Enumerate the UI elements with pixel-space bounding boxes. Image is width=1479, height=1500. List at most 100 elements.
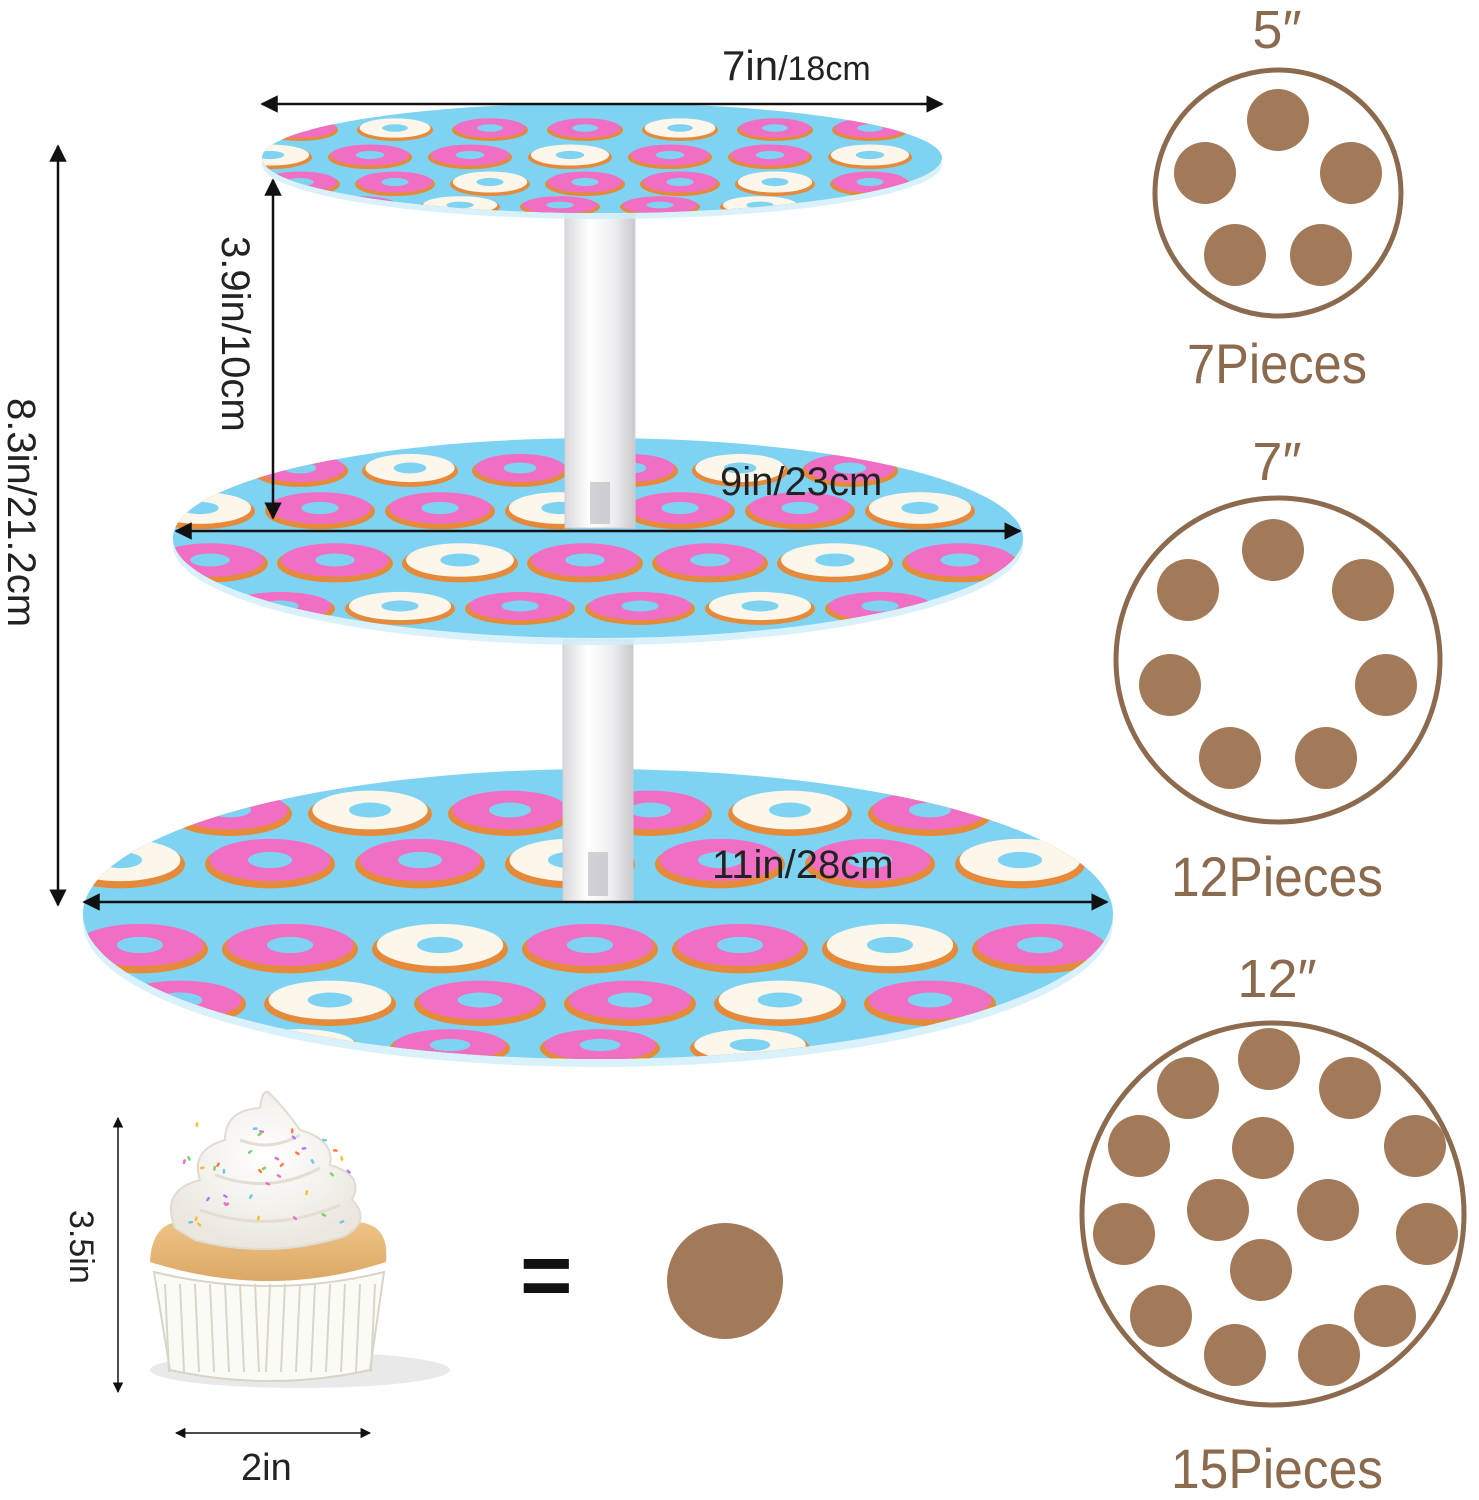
capacity-12in: 12″ 15Pieces [1079,949,1467,1500]
cupcake-slot-dot [1199,727,1261,789]
capacity-7in-ring [1113,495,1443,825]
donut-hole [655,150,685,160]
capacity-5in-ring [1152,67,1404,319]
donut-hole [555,150,585,160]
donut-hole [861,600,899,612]
upper-support-rod [564,209,636,529]
donut-hole [729,1038,771,1052]
cupcake-slot-dot [1354,1285,1416,1347]
donut-hole [287,124,313,132]
donut-hole [355,150,385,160]
donut-hole [476,177,504,187]
donut-hole [393,462,427,474]
donut-hole [690,553,730,567]
donut-hole [457,992,503,1008]
donut-hole [381,177,409,187]
cupcake-slot-dot [1157,559,1219,621]
donut-hole [566,936,614,954]
cupcake-slot-dot [1355,654,1417,716]
middle-width-label: 9in/23cm [720,460,882,504]
tier-spacing-label: 3.9in/10cm [213,236,257,432]
donut-hole [741,600,779,612]
top-tier [262,103,942,219]
donut-hole [315,553,355,567]
donut-hole [572,124,598,132]
cupcake-slot-dot [1204,1324,1266,1386]
capacity-12in-size: 12″ [1237,949,1316,1009]
donut-hole [761,177,789,187]
donut-hole [716,936,764,954]
cupcake-slot-dot [1157,1057,1219,1119]
capacity-5in-count: 7Pieces [1187,332,1367,395]
donut-hole [181,501,219,515]
donut-hole [446,201,474,209]
capacity-5in-size: 5″ [1252,0,1301,60]
cupcake-illustration [150,1090,450,1388]
donut-hole [262,150,285,160]
cupcake-slot-dot [1230,1239,1292,1301]
cupcake-height-label: 3.5in [62,1210,100,1284]
cupcake-slot-dot [1130,1285,1192,1347]
donut-hole [503,462,537,474]
donut-hole [381,600,419,612]
donut-hole [501,600,539,612]
donut-hole [781,501,819,515]
capacity-12in-ring [1079,1020,1467,1408]
cupcake-slot-dot [1247,89,1309,151]
cupcake-slot-dot [1290,224,1352,286]
donut-hole [546,201,574,209]
donut-hole [901,501,939,515]
cupcake-slot-dot [1108,1115,1170,1177]
donut-hole [846,201,874,209]
donut-hole [455,150,485,160]
donut-hole [208,802,252,818]
donut-hole [429,1038,471,1052]
cupcake-slot-dot [1187,1179,1249,1241]
cupcake-slot-dot [1319,1057,1381,1119]
donut-hole [940,553,980,567]
bottom-width-label: 11in/28cm [712,843,894,887]
cupcake-slot-dot [1298,1324,1360,1386]
top-width-label: 7in/18cm [722,42,871,89]
donut-hole [348,802,392,818]
donut-hole [855,150,885,160]
donut-hole [307,992,353,1008]
donut-hole [666,177,694,187]
cupcake-slot-dot [1139,654,1201,716]
donut-hole [768,802,812,818]
donut-hole [301,501,339,515]
capacity-5in: 5″ 7Pieces [1152,0,1404,395]
cupcake-slot-dot [1204,224,1266,286]
donut-hole [847,851,893,869]
cupcake-slot-dot [1093,1203,1155,1265]
donut-hole [579,1038,621,1052]
donut-hole [266,936,314,954]
cupcake-slot-dot [1238,1028,1300,1090]
donut-hole [857,124,883,132]
cupcake-slot-dot [1232,1117,1294,1179]
donut-hole [628,802,672,818]
cupcake-slot-dot [1242,519,1304,581]
donut-hole [667,124,693,132]
cupcake-slot-dot [1332,559,1394,621]
donut-hole [421,501,459,515]
donut-hole [382,124,408,132]
donut-hole [283,462,317,474]
cupcake-dot-symbol [667,1223,783,1339]
donut-hole [440,553,480,567]
donut-hole [621,600,659,612]
donut-hole [565,553,605,567]
donut-hole [997,851,1043,869]
donut-hole [416,936,464,954]
cupcake-slot-dot [1295,727,1357,789]
donut-hole [866,936,914,954]
donut-hole [757,992,803,1008]
donut-frosting [264,118,336,138]
cupcake-slot-dot [1396,1203,1458,1265]
donut-hole [97,851,143,869]
donut-hole [646,201,674,209]
donut-hole [571,177,599,187]
cupcake-slot-dot [1320,142,1382,204]
capacity-7in-size: 7″ [1252,432,1301,492]
